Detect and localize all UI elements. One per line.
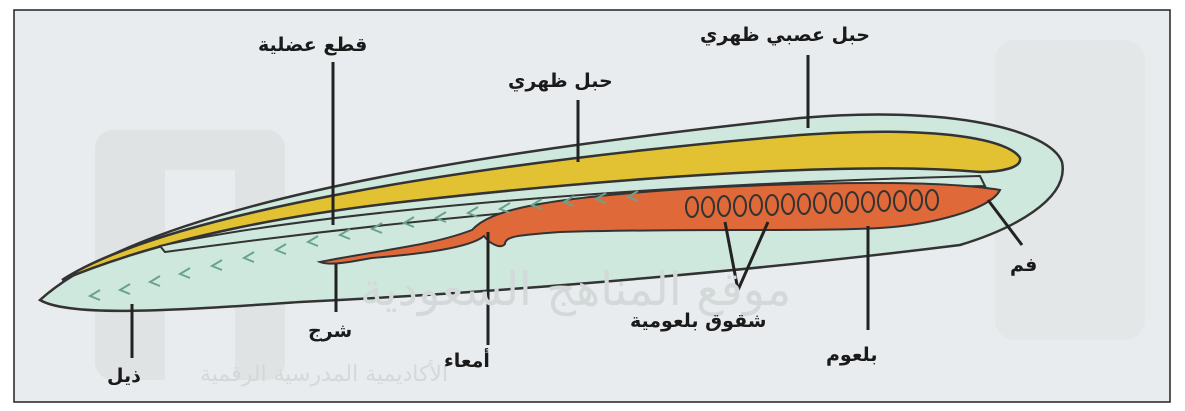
- label-dorsal-nerve-cord: حبل عصبي ظهري: [700, 24, 870, 46]
- label-muscle-segments: قطع عضلية: [258, 34, 367, 56]
- label-pharynx: بلعوم: [826, 344, 877, 366]
- label-notochord: حبل ظهري: [508, 70, 613, 92]
- label-pharyngeal-slits: شقوق بلعومية: [630, 310, 766, 332]
- label-intestines: أمعاء: [444, 350, 490, 372]
- label-anus: شرج: [308, 320, 352, 342]
- watermark-footer-text: الأكاديمية المدرسية الرقمية: [200, 362, 448, 387]
- label-tail: ذيل: [107, 365, 141, 387]
- label-mouth: فم: [1010, 254, 1037, 276]
- watermark-site-name: موقع المناهج السعودية: [360, 262, 791, 316]
